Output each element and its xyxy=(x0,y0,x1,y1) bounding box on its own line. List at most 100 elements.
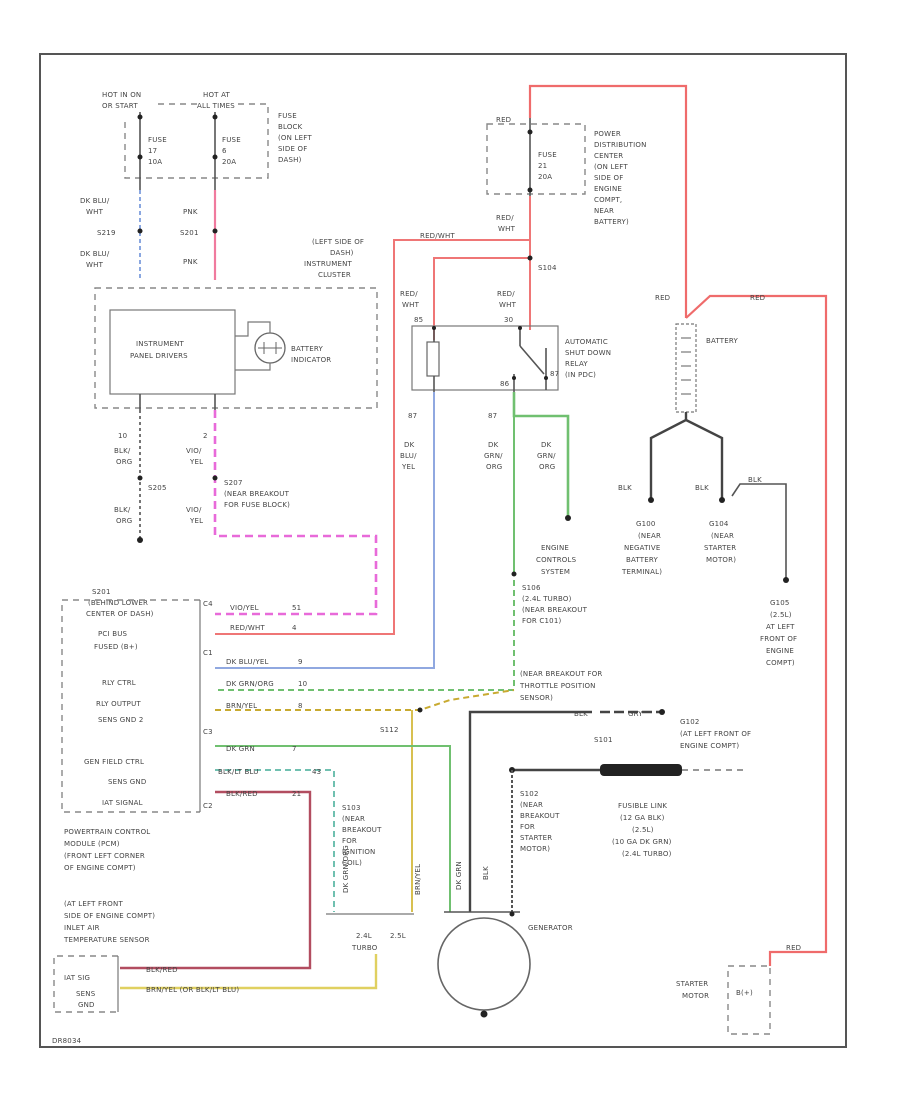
fuse-17-rating: 10A xyxy=(148,158,162,166)
s103-6: COIL) xyxy=(342,859,362,867)
red-wht-right-2: WHT xyxy=(498,225,516,233)
g104-2: (NEAR xyxy=(711,532,734,540)
asd-relay-1: AUTOMATIC xyxy=(565,338,608,346)
relay-output-wires: 87 DK BLU/ YEL 87 DK GRN/ ORG DK GRN/ OR… xyxy=(215,392,587,691)
pcm-pin-sens-gnd: SENS GND xyxy=(108,778,146,786)
g105-5: ENGINE xyxy=(766,647,794,655)
g100-5: TERMINAL) xyxy=(621,568,662,576)
pin-10-label: 10 xyxy=(118,432,127,440)
pcm-wire-red-wht: RED/WHT xyxy=(230,624,265,632)
pcm-pin-gen-field: GEN FIELD CTRL xyxy=(84,758,144,766)
blk-label-3: BLK xyxy=(748,476,762,484)
dk-blu-wht-1a: DK BLU/ xyxy=(80,197,110,205)
pin-86: 86 xyxy=(500,380,510,388)
g102-gry: GRY xyxy=(628,710,643,718)
pcm-pin-iat-signal: IAT SIGNAL xyxy=(102,799,143,807)
g105-2: (2.5L) xyxy=(770,611,792,619)
vert-blk: BLK xyxy=(482,866,490,880)
pin-87b-left: 87 xyxy=(408,412,417,420)
blk-org-1b: ORG xyxy=(116,458,132,466)
g105-6: COMPT) xyxy=(766,659,795,667)
fuse-block-loc-1: FUSE xyxy=(278,112,297,120)
engine-variant-branch: 2.4L TURBO 2.5L xyxy=(120,932,406,990)
cluster-output-wires: 10 BLK/ ORG S205 BLK/ ORG 2 VIO/ YEL S20… xyxy=(114,410,378,616)
variant-turbo: TURBO xyxy=(351,944,378,952)
diagram-frame xyxy=(39,53,847,1048)
pcm-wire-num-51: 51 xyxy=(292,604,301,612)
pin-85: 85 xyxy=(414,316,423,324)
pcm-name-1: POWERTRAIN CONTROL xyxy=(64,828,150,836)
pdc-loc-9: BATTERY) xyxy=(594,218,629,226)
generator-wire-labels: DK GRN/ORG BRN/YEL DK GRN BLK xyxy=(326,845,490,915)
s102-5: STARTER xyxy=(520,834,552,842)
pcm-s201-3: CENTER OF DASH) xyxy=(86,610,154,618)
g102-3: ENGINE COMPT) xyxy=(680,742,739,750)
pin-87: 87 xyxy=(550,370,559,378)
battery-red-label: RED xyxy=(655,294,670,302)
engine-controls-2: CONTROLS xyxy=(536,556,577,564)
asd-relay-4: (IN PDC) xyxy=(565,371,596,379)
pcm-pin-rly-output: RLY OUTPUT xyxy=(96,700,141,708)
pin-87b-right: 87 xyxy=(488,412,497,420)
pdc-loc-1: POWER xyxy=(594,130,621,138)
fuse-block: HOT IN ON OR START HOT AT ALL TIMES FUSE… xyxy=(102,91,312,190)
pcm-wire-num-8: 8 xyxy=(298,702,303,710)
red-feed-wires: RED/WHT RED/ WHT S104 RED/ WHT RED/ WHT xyxy=(215,196,557,635)
pcm-wire-num-4: 4 xyxy=(292,624,297,632)
starter-b-plus: B(+) xyxy=(736,989,753,997)
vert-dk-grn: DK GRN xyxy=(455,861,463,890)
iat-sensor: (AT LEFT FRONT SIDE OF ENGINE COMPT) INL… xyxy=(53,900,239,1013)
s102-4: FOR xyxy=(520,823,535,831)
pcm-c4: C4 xyxy=(203,600,213,608)
dk-blu-yel-3: YEL xyxy=(401,463,415,471)
starter-motor-1: STARTER xyxy=(676,980,708,988)
g105-4: FRONT OF xyxy=(760,635,797,643)
blk-label-2: BLK xyxy=(695,484,709,492)
g100-2: (NEAR xyxy=(638,532,661,540)
pcm-name-3: (FRONT LEFT CORNER xyxy=(64,852,145,860)
s207-label-1: S207 xyxy=(224,479,243,487)
vio-yel-2a: VIO/ xyxy=(186,506,202,514)
starter-red-label: RED xyxy=(786,944,801,952)
g104-4: MOTOR) xyxy=(706,556,736,564)
variant-2-4l: 2.4L xyxy=(356,932,372,940)
s112-label: S112 xyxy=(380,726,399,734)
pcm-pin-pci-bus: PCI BUS xyxy=(98,630,128,638)
s102-6: MOTOR) xyxy=(520,845,550,853)
g105-3: AT LEFT xyxy=(766,623,795,631)
asd-relay-2: SHUT DOWN xyxy=(565,349,611,357)
pdc-loc-2: DISTRIBUTION xyxy=(594,141,647,149)
pin-30: 30 xyxy=(504,316,513,324)
asd-relay: 85 30 87 86 AUTOMATIC SHUT DOWN RELAY (I… xyxy=(411,316,611,392)
generator-label: GENERATOR xyxy=(528,924,573,932)
blk-label-1: BLK xyxy=(618,484,632,492)
hot-run-start-label-2: OR START xyxy=(102,102,138,110)
g100-4: BATTERY xyxy=(626,556,659,564)
tps-breakout-1: (NEAR BREAKOUT FOR xyxy=(520,670,603,678)
pdc-loc-7: COMPT, xyxy=(594,196,622,204)
s106-4: FOR C101) xyxy=(522,617,561,625)
pdc-loc-3: CENTER xyxy=(594,152,623,160)
iat-loc-2: SIDE OF ENGINE COMPT) xyxy=(64,912,155,920)
iat-loc-3: INLET AIR xyxy=(64,924,100,932)
pdc-loc-8: NEAR xyxy=(594,207,614,215)
diagram-code: DR8034 xyxy=(52,1037,82,1045)
vio-yel-1b: YEL xyxy=(189,458,203,466)
starter-motor: RED B(+) STARTER MOTOR xyxy=(676,944,801,1035)
fuse-block-loc-2: BLOCK xyxy=(278,123,303,131)
fuse-6-label: FUSE xyxy=(222,136,241,144)
variant-2-5l: 2.5L xyxy=(390,932,406,940)
pcm-wire-num-7: 7 xyxy=(292,745,297,753)
hot-all-times-label-2: ALL TIMES xyxy=(197,102,235,110)
fuse-6-number: 6 xyxy=(222,147,227,155)
vert-dk-grn-org: DK GRN/ORG xyxy=(342,845,350,893)
s103-2: (NEAR xyxy=(342,815,365,823)
s205-label: S205 xyxy=(148,484,167,492)
pcm-wire-num-10: 10 xyxy=(298,680,307,688)
g104-1: G104 xyxy=(709,520,729,528)
s219-label: S219 xyxy=(97,229,116,237)
s102-1: S102 xyxy=(520,790,539,798)
g104-3: STARTER xyxy=(704,544,736,552)
dk-blu-wht-2a: DK BLU/ xyxy=(80,250,110,258)
